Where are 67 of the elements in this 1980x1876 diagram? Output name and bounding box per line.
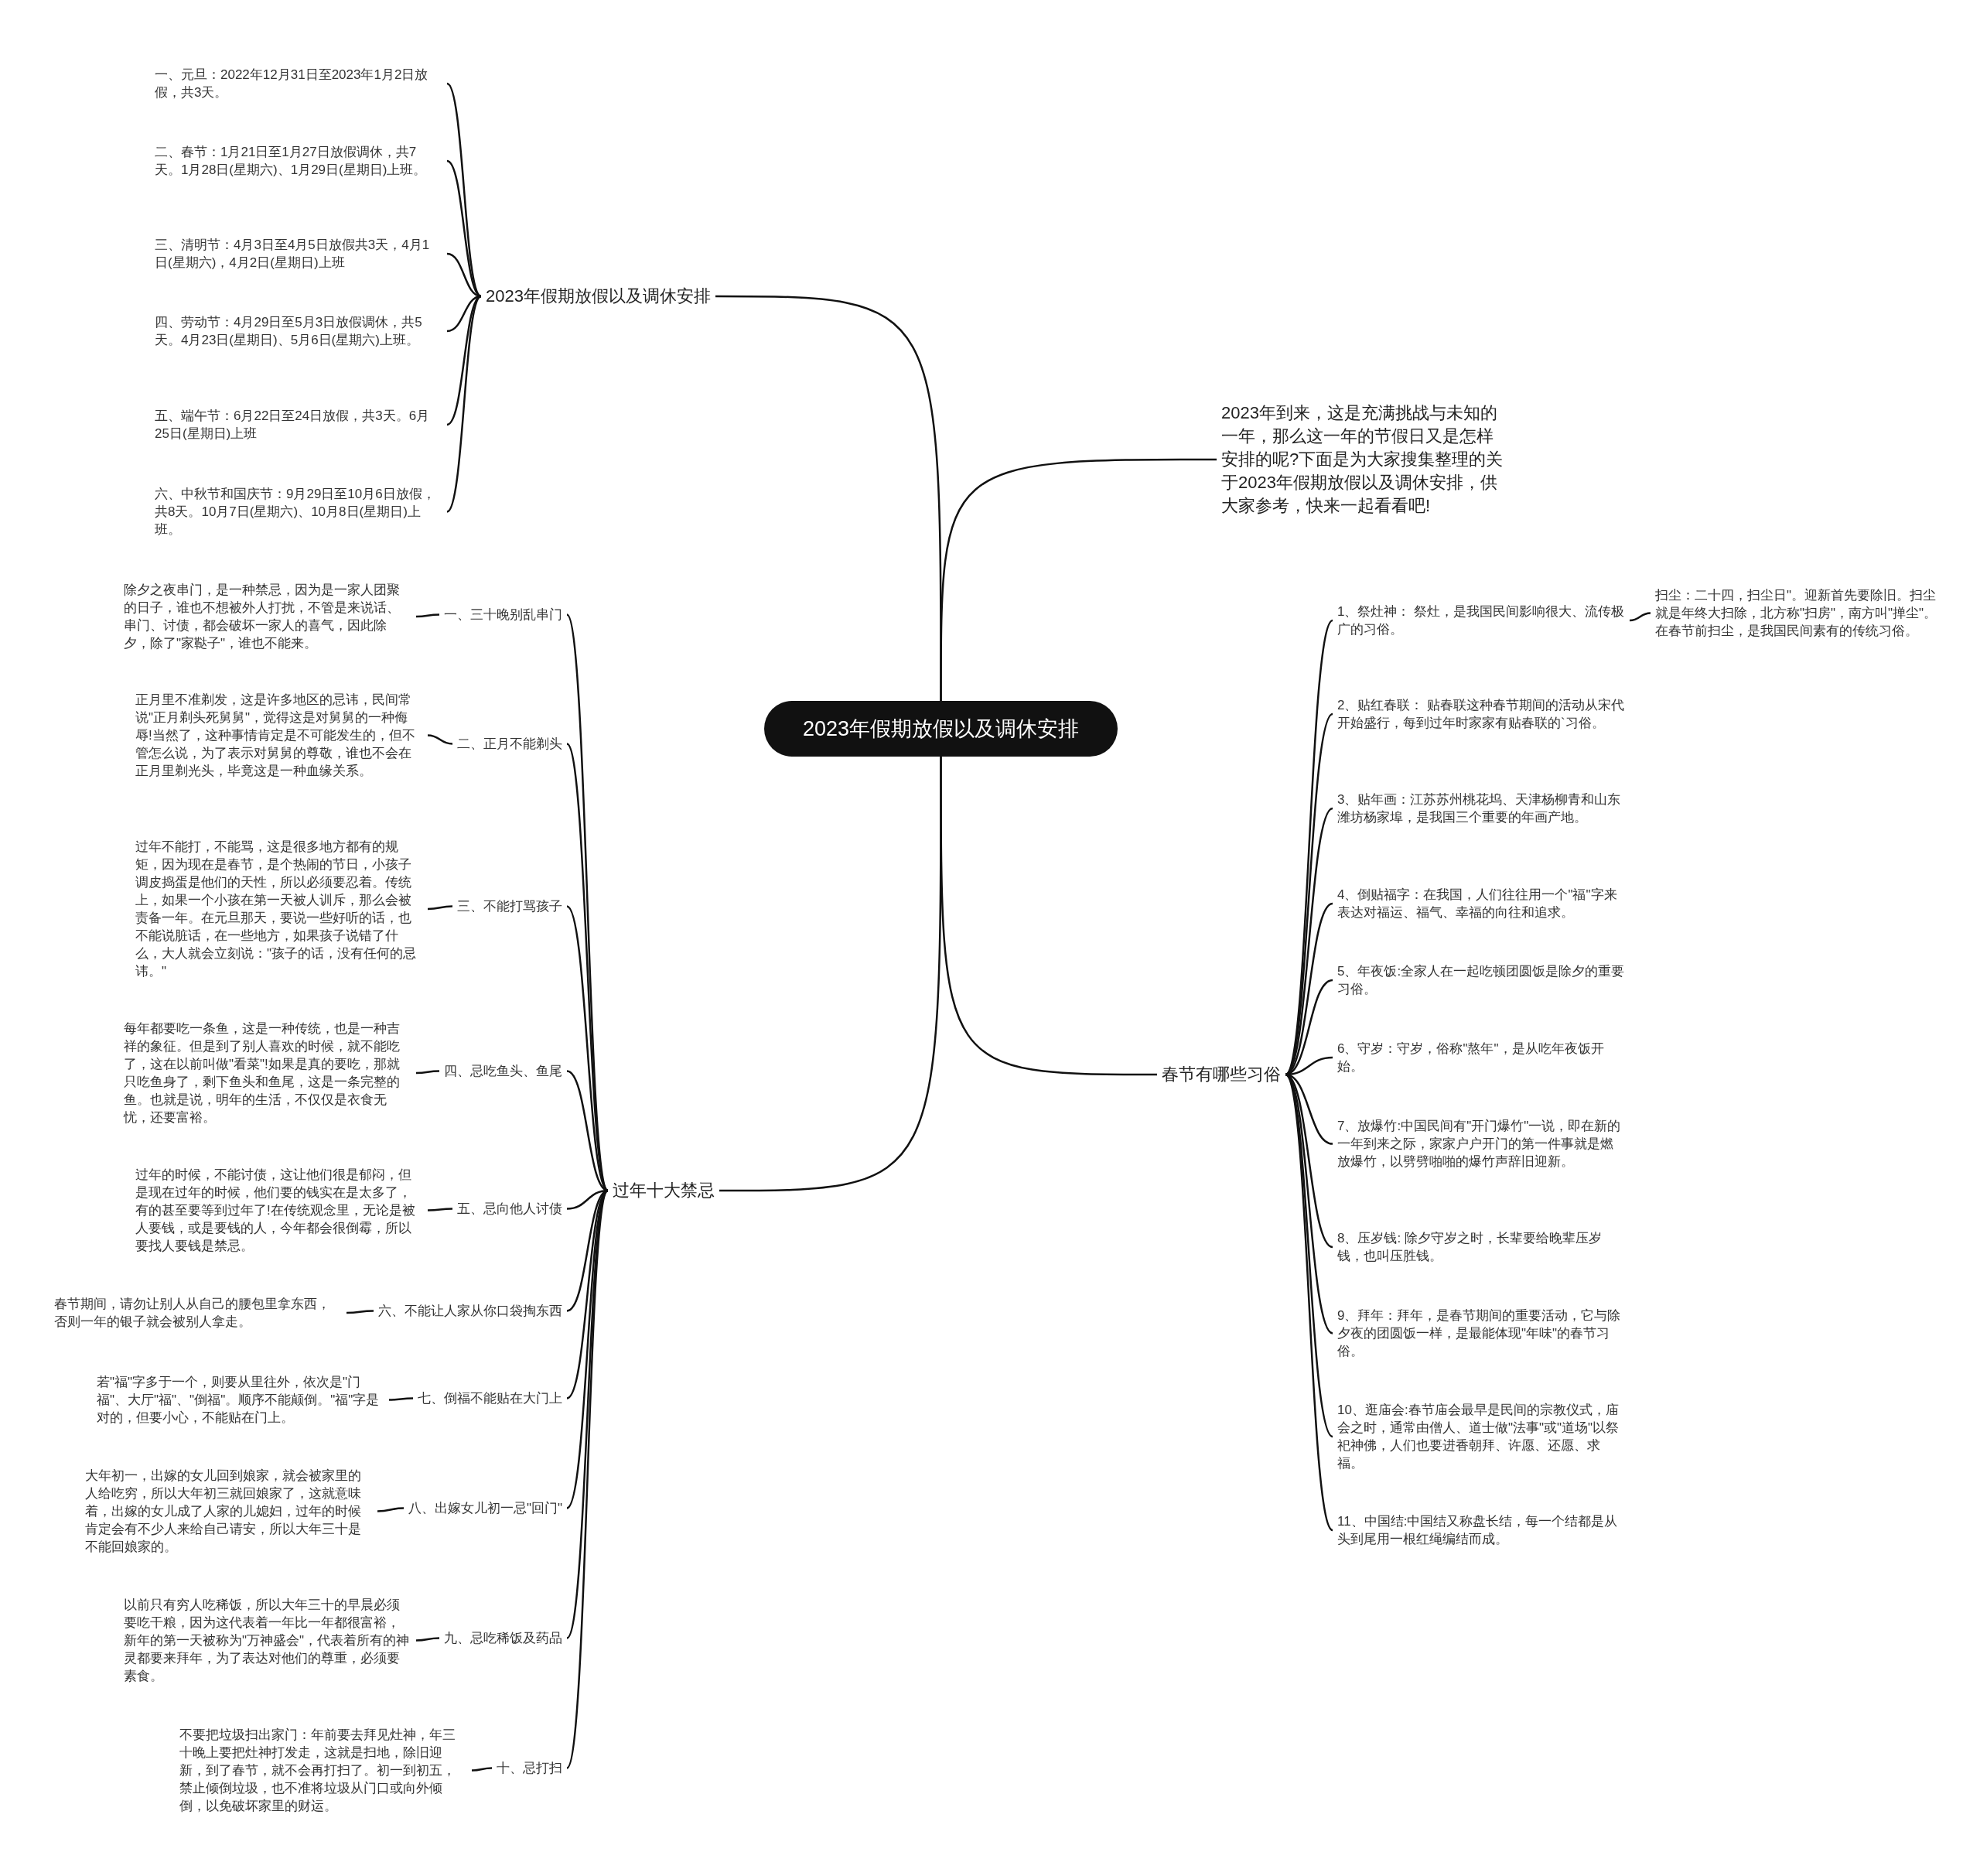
- subtopic-label: 三、不能打骂孩子: [457, 897, 562, 915]
- branch-topic: 春节有哪些习俗: [1162, 1063, 1281, 1086]
- note-text: 三、清明节：4月3日至4月5日放假共3天，4月1日(星期六)，4月2日(星期日)上班: [155, 236, 442, 272]
- central-topic: 2023年假期放假以及调休安排: [764, 701, 1118, 757]
- connector-line: [446, 295, 482, 426]
- note-text: 不要把垃圾扫出家门：年前要去拜见灶神，年三十晚上要把灶神打发走，这就是扫地，除旧迎新，到了春节，就不会再打扫了。初一到初五，禁止倾倒垃圾，也不准将垃圾从门口或向外倾倒，以免破坏家里的财运。: [179, 1726, 467, 1815]
- note-text: 四、劳动节：4月29日至5月3日放假调休，共5天。4月23日(星期日)、5月6日(星期六)上班。: [155, 313, 442, 349]
- subtopic-label: 二、正月不能剃头: [457, 735, 562, 753]
- connector-line: [719, 757, 942, 1192]
- subtopic-label: 四、忌吃鱼头、鱼尾: [444, 1062, 562, 1080]
- note-text: 大年初一，出嫁的女儿回到娘家，就会被家里的人给吃穷，所以大年初三就回娘家了，这就意味着，出嫁的女儿成了人家的儿媳妇，过年的时候肯定会有不少人来给自己请安，所以大年三十是不能回娘家的。: [85, 1467, 373, 1556]
- connector-line: [416, 613, 439, 618]
- connector-line: [377, 1507, 405, 1512]
- connector-line: [940, 458, 1217, 701]
- subtopic-label: 九、忌吃稀饭及药品: [444, 1629, 562, 1647]
- note-text: 5、年夜饭:全家人在一起吃顿团圆饭是除夕的重要习俗。: [1337, 962, 1625, 998]
- note-text: 7、放爆竹:中国民间有"开门爆竹"一说，即在新的一年到来之际，家家户户开门的第一件事就是燃放爆竹，以劈劈啪啪的爆竹声辞旧迎新。: [1337, 1117, 1625, 1170]
- connector-line: [1629, 612, 1651, 622]
- note-text: 10、逛庙会:春节庙会最早是民间的宗教仪式，庙会之时，通常由僧人、道士做"法事"或"道场"以祭祀神佛，人们也要进香朝拜、许愿、还愿、求福。: [1337, 1401, 1625, 1472]
- connector-line: [471, 1767, 493, 1772]
- subtopic-label: 一、三十晚别乱串门: [444, 606, 562, 624]
- note-text: 扫尘：二十四，扫尘日"。迎新首先要除旧。扫尘就是年终大扫除，北方称"扫房"，南方叫"掸尘"。在春节前扫尘，是我国民间素有的传统习俗。: [1655, 586, 1943, 640]
- connector-line: [427, 905, 453, 911]
- connector-line: [565, 743, 609, 1191]
- connector-line: [1285, 902, 1333, 1076]
- note-text: 11、中国结:中国结又称盘长结，每一个结都是从头到尾用一根红绳编结而成。: [1337, 1512, 1625, 1548]
- connector-line: [446, 296, 482, 513]
- note-text: 3、贴年画：江苏苏州桃花坞、天津杨柳青和山东潍坊杨家埠，是我国三个重要的年画产地。: [1337, 791, 1625, 826]
- subtopic-label: 七、倒福不能贴在大门上: [418, 1389, 562, 1407]
- connector-line: [446, 83, 482, 297]
- note-text: 若"福"字多于一个，则要从里往外，依次是"门福"、大厅"福"、"倒福"。顺序不能颠倒。"福"字是对的，但要小心，不能贴在门上。: [97, 1373, 384, 1427]
- note-text: 1、祭灶神： 祭灶，是我国民间影响很大、流传极广的习俗。: [1337, 603, 1625, 638]
- intro-text: 2023年到来，这是充满挑战与未知的一年，那么这一年的节假日又是怎样安排的呢?下面是为大家搜集整理的关于2023年假期放假以及调休安排，供大家参考，快来一起看看吧!: [1221, 402, 1509, 518]
- note-text: 以前只有穷人吃稀饭，所以大年三十的早晨必须要吃干粮，因为这代表着一年比一年都很富裕，新年的第一天被称为"万神盛会"，代表着所有的神灵都要来拜年，为了表达对他们的尊重，必须要素食。: [124, 1596, 411, 1685]
- connector-line: [1285, 713, 1333, 1075]
- note-text: 2、贴红春联： 贴春联这种春节期间的活动从宋代开始盛行，每到过年时家家有贴春联的`习俗。: [1337, 696, 1625, 732]
- note-text: 正月里不准剃发，这是许多地区的忌讳，民间常说"正月剃头死舅舅"，觉得这是对舅舅的一种侮辱!当然了，这种事情肯定是不可能发生的，但不管怎么说，为了表示对舅舅的尊敬，谁也不会在正月里剃光头，毕竟这是一种血缘关系。: [135, 691, 423, 780]
- note-text: 一、元旦：2022年12月31日至2023年1月2日放假，共3天。: [155, 66, 442, 101]
- note-text: 二、春节：1月21日至1月27日放假调休，共7天。1月28日(星期六)、1月29日(星期日)上班。: [155, 143, 442, 179]
- connector-line: [346, 1310, 374, 1314]
- note-text: 9、拜年：拜年，是春节期间的重要活动，它与除夕夜的团圆饭一样，是最能体现"年味"的春节习俗。: [1337, 1307, 1625, 1360]
- connector-line: [446, 252, 482, 298]
- connector-line: [415, 1637, 440, 1642]
- connector-line: [427, 734, 453, 745]
- note-text: 6、守岁：守岁，俗称"熬年"，是从吃年夜饭开始。: [1337, 1040, 1625, 1075]
- note-text: 过年的时候，不能讨债，这让他们很是郁闷，但是现在过年的时候，他们要的钱实在是太多了，有的甚至要等到过年了!在传统观念里，无论是被人要钱，或是要钱的人，今年都会很倒霉，所以要找人要钱是禁忌。: [135, 1166, 423, 1255]
- subtopic-label: 五、忌向他人讨债: [457, 1200, 562, 1218]
- connector-line: [566, 1190, 609, 1509]
- subtopic-label: 八、出嫁女儿初一忌"回门": [408, 1499, 562, 1517]
- subtopic-label: 六、不能让人家从你口袋掏东西: [378, 1302, 562, 1320]
- note-text: 过年不能打，不能骂，这是很多地方都有的规矩，因为现在是春节，是个热闹的节日，小孩子调皮捣蛋是他们的天性，所以必须要忍着。传统上，如果一个小孩在第一天被人训斥，那么会被责备一年。在元旦那天，要说一些好听的话，也不能说脏话，在一些地方，如果孩子说错了什么，大人就会立刻说："孩子的话，没有任何的忌讳。": [135, 838, 423, 980]
- note-text: 六、中秋节和国庆节：9月29日至10月6日放假，共8天。10月7日(星期六)、10月8日(星期日)上班。: [155, 485, 442, 538]
- connector-line: [565, 1190, 609, 1768]
- connector-line: [416, 1070, 439, 1075]
- note-text: 4、倒贴福字：在我国，人们往往用一个"福"字来表达对福运、福气、幸福的向往和追求。: [1337, 886, 1625, 921]
- branch-topic: 过年十大禁忌: [613, 1179, 715, 1202]
- note-text: 每年都要吃一条鱼，这是一种传统，也是一种吉祥的象征。但是到了别人喜欢的时候，就不能吃了，这在以前叫做"看菜"!如果是真的要吃，那就只吃鱼身了，剩下鱼头和鱼尾，这是一条完整的鱼。也就是说，明年的生活，不仅仅是衣食无忧，还要富裕。: [124, 1020, 411, 1126]
- connector-line: [1284, 1074, 1334, 1531]
- note-text: 五、端午节：6月22日至24日放假，共3天。6月25日(星期日)上班: [155, 407, 442, 443]
- connector-line: [428, 1208, 452, 1211]
- note-text: 8、压岁钱: 除夕守岁之时，长辈要给晚辈压岁钱，也叫压胜钱。: [1337, 1229, 1625, 1265]
- connector-line: [389, 1397, 413, 1401]
- note-text: 除夕之夜串门，是一种禁忌，因为是一家人团聚的日子，谁也不想被外人打扰，不管是来说话、串门、讨债，都会破坏一家人的喜气，因此除夕，除了"家鞑子"，谁也不能来。: [124, 581, 411, 652]
- note-text: 春节期间，请勿让别人从自己的腰包里拿东西，否则一年的银子就会被别人拿走。: [54, 1295, 342, 1331]
- connector-line: [446, 159, 482, 298]
- subtopic-label: 十、忌打扫: [497, 1759, 562, 1777]
- branch-topic: 2023年假期放假以及调休安排: [486, 285, 711, 308]
